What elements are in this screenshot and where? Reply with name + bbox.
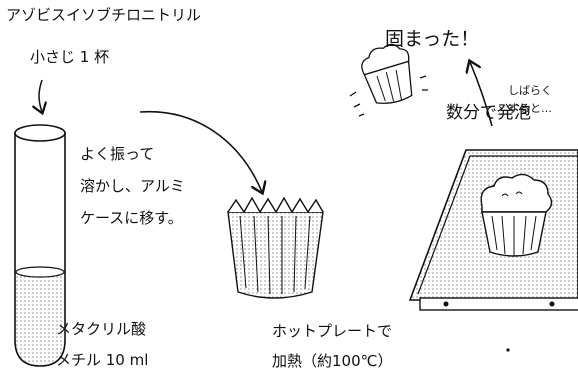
foaming-label: 数分で発泡 xyxy=(446,103,531,123)
foamed-cup xyxy=(480,173,553,257)
after-while-2: すると… xyxy=(508,102,552,115)
heating-line2: 加熱（約100℃） xyxy=(272,352,393,370)
motion-lines xyxy=(349,75,428,117)
solidified-label: 固まった！ xyxy=(385,28,480,50)
aluminum-cup xyxy=(227,196,324,299)
after-while-1: しばらく xyxy=(508,84,552,97)
solvent-amount: メチル 10 ml xyxy=(56,351,149,369)
heating-label: ホットプレートで 加熱（約100℃） xyxy=(272,316,392,376)
instruction-dissolve: 溶かし、アルミ xyxy=(80,177,185,195)
stray-dot xyxy=(506,348,510,352)
arrow-up xyxy=(470,62,493,127)
heating-line1: ホットプレートで xyxy=(272,322,393,340)
instruction-shake: よく振って xyxy=(80,145,155,163)
solvent-name: メタクリル酸 xyxy=(56,320,147,338)
test-tube xyxy=(14,124,66,367)
solidified-cup xyxy=(361,43,413,104)
after-while-label: しばらく すると… xyxy=(508,82,552,118)
solvent-label: メタクリル酸 メチル 10 ml xyxy=(56,314,148,376)
reagent-amount: 小さじ 1 杯 xyxy=(30,48,110,66)
instruction-transfer: ケースに移す。 xyxy=(80,209,183,227)
instruction-block: よく振って 溶かし、アルミ ケースに移す。 xyxy=(80,138,185,234)
arrow-to-cup xyxy=(139,110,262,192)
reagent-name: アゾビスイソブチロニトリル xyxy=(6,6,202,24)
arrow-into-tube xyxy=(39,79,42,112)
